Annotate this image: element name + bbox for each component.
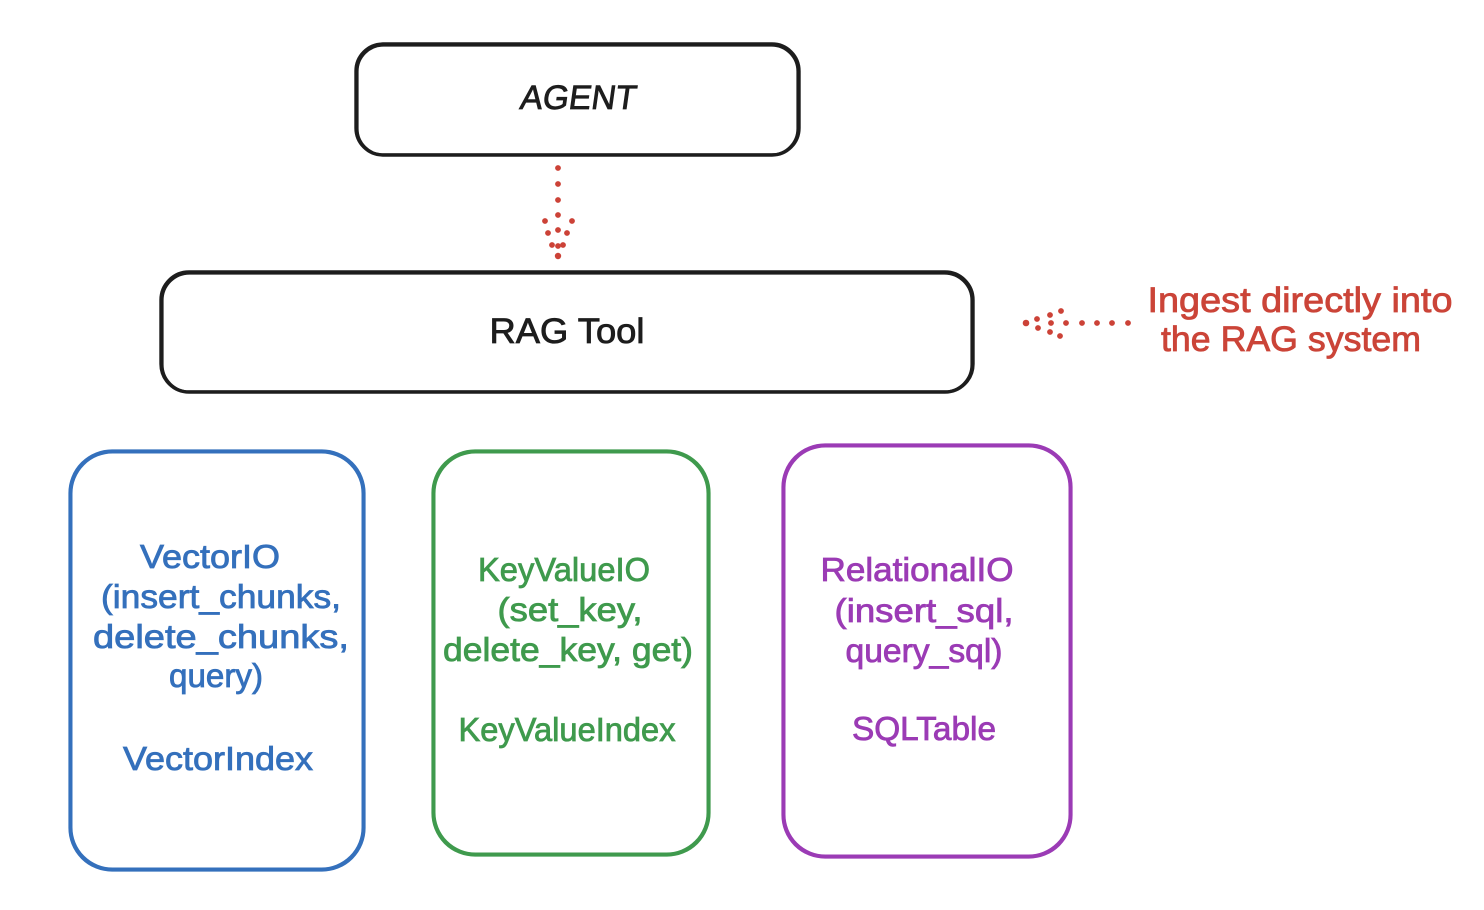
svg-text:(insert_chunks,: (insert_chunks,	[101, 578, 341, 615]
svg-text:delete_chunks,: delete_chunks,	[93, 618, 349, 655]
svg-text:KeyValueIO: KeyValueIO	[478, 551, 650, 588]
svg-text:AGENT: AGENT	[518, 79, 639, 117]
svg-text:SQLTable: SQLTable	[852, 710, 996, 747]
svg-text:delete_key, get): delete_key, get)	[443, 631, 693, 668]
svg-text:(set_key,: (set_key,	[498, 591, 643, 628]
svg-text:(insert_sql,: (insert_sql,	[835, 592, 1014, 629]
svg-text:query): query)	[169, 657, 263, 694]
svg-text:KeyValueIndex: KeyValueIndex	[459, 711, 676, 748]
svg-text:VectorIndex: VectorIndex	[123, 740, 314, 777]
svg-text:RAG Tool: RAG Tool	[490, 312, 645, 351]
svg-text:VectorIO: VectorIO	[140, 538, 280, 575]
svg-text:Ingest directly into: Ingest directly into	[1148, 281, 1453, 320]
svg-text:query_sql): query_sql)	[846, 632, 1003, 669]
svg-text:the RAG system: the RAG system	[1161, 320, 1421, 359]
svg-text:RelationalIO: RelationalIO	[821, 551, 1014, 588]
